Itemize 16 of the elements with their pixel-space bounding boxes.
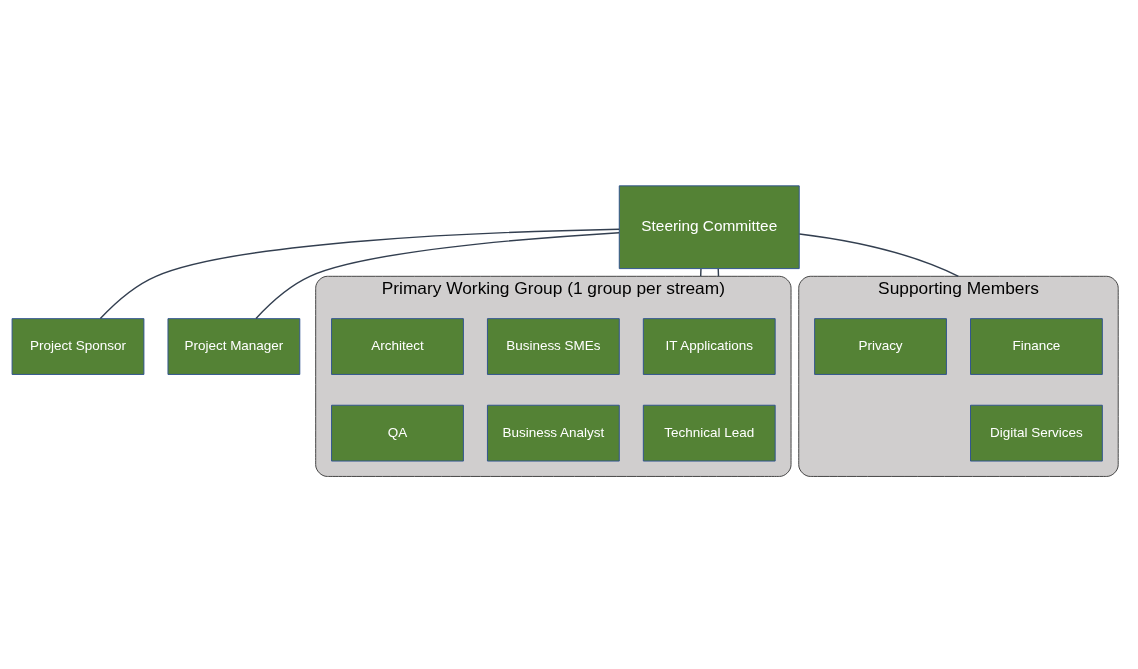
connector	[255, 231, 620, 319]
node-box: Business SMEs	[486, 317, 620, 375]
node-box: Project Sponsor	[11, 317, 145, 375]
node-box: Technical Lead	[642, 404, 776, 462]
node-box: Privacy	[814, 317, 947, 375]
node-box: Finance	[970, 317, 1103, 375]
connector	[700, 267, 702, 277]
connector	[798, 232, 960, 277]
node-box: Project Manager	[167, 317, 301, 375]
node-box: Business Analyst	[486, 404, 620, 462]
node-box: IT Applications	[642, 317, 776, 375]
node-box: Digital Services	[970, 404, 1103, 462]
node-box: Steering Committee	[618, 184, 800, 269]
connector	[99, 227, 620, 319]
node-box: QA	[331, 404, 464, 462]
node-box: Architect	[331, 317, 464, 375]
